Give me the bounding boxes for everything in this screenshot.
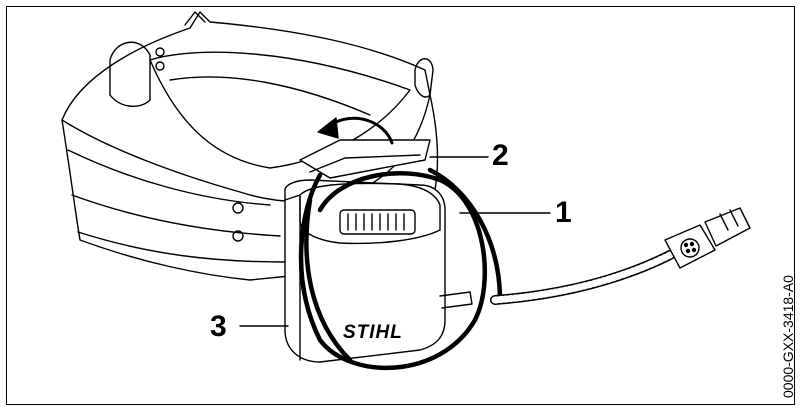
battery-pack: [284, 179, 473, 363]
callout-3: 3: [210, 310, 227, 343]
stihl-logo: STIHL: [343, 322, 403, 343]
retaining-flap: [299, 139, 431, 179]
figure-frame: [6, 6, 795, 405]
document-id: 0000-GXX-3418-A0: [780, 275, 796, 398]
curved-arrow-icon: [317, 116, 394, 145]
spiral-cable: [490, 250, 675, 305]
callout-1: 1: [555, 196, 572, 229]
callout-2: 2: [492, 139, 509, 172]
connecting-cable: [298, 167, 503, 371]
cable-plug: [664, 207, 751, 269]
